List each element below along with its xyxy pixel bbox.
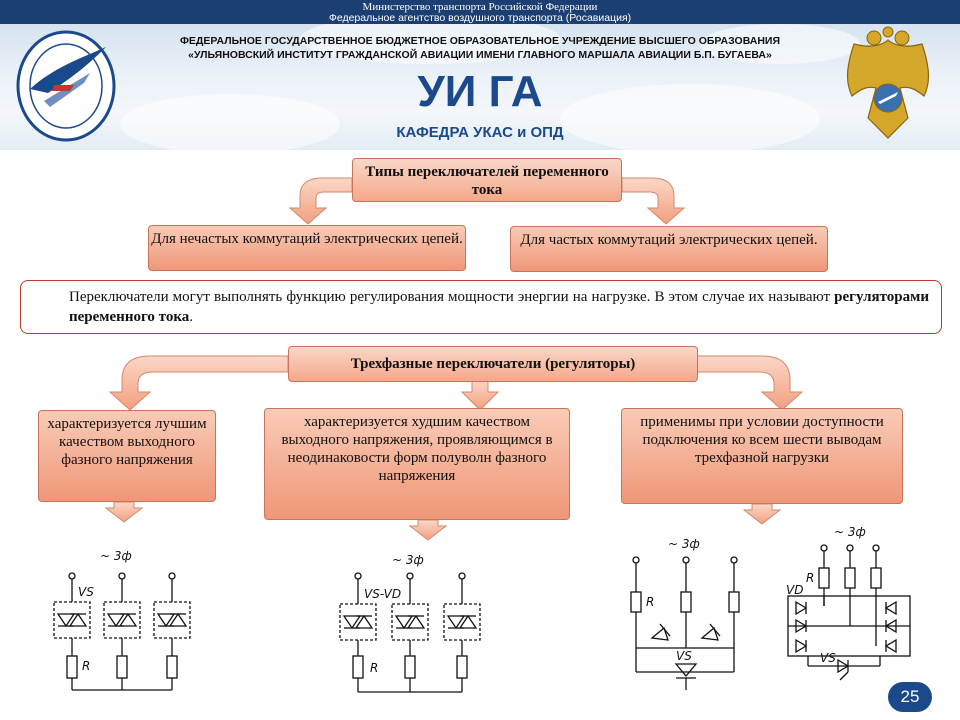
c4-supply-label: ~ 3ф	[834, 525, 866, 539]
c2-load-label: R	[370, 661, 378, 675]
arrow-feature-1	[108, 355, 289, 411]
c1-supply-label: ~ 3ф	[100, 549, 132, 563]
institution-line-2: «УЛЬЯНОВСКИЙ ИНСТИТУТ ГРАЖДАНСКОЙ АВИАЦИ…	[188, 49, 772, 61]
page-number-badge: 25	[888, 682, 932, 712]
header-banner: ФЕДЕРАЛЬНОЕ ГОСУДАРСТВЕННОЕ БЮДЖЕТНОЕ ОБ…	[0, 24, 960, 150]
institution-line-1: ФЕДЕРАЛЬНОЕ ГОСУДАРСТВЕННОЕ БЮДЖЕТНОЕ ОБ…	[179, 35, 781, 47]
circuit-4	[787, 544, 911, 681]
agency-line: Федеральное агентство воздушного транспо…	[328, 12, 632, 24]
c4-vs-label: VS	[820, 651, 836, 665]
emblem-eagle-icon	[838, 26, 938, 150]
regulator-note: Переключатели могут выполнять функцию ре…	[20, 280, 942, 334]
feature-box-3: применимы при условии доступности подклю…	[621, 408, 903, 504]
arrow-feature-3	[669, 355, 804, 411]
c1-load-label: R	[82, 659, 90, 673]
arrow-down-1	[104, 501, 144, 523]
arrow-down-3	[742, 503, 782, 525]
c4-load-label: R	[806, 571, 814, 585]
institution-name: ФЕДЕРАЛЬНОЕ ГОСУДАРСТВЕННОЕ БЮДЖЕТНОЕ ОБ…	[120, 34, 840, 62]
c2-supply-label: ~ 3ф	[392, 553, 424, 567]
page-title: УИ ГА	[417, 67, 543, 116]
feature-box-1: характеризуется лучшим качеством выходно…	[38, 410, 216, 502]
regulator-term: регуляторами переменного тока	[69, 289, 929, 325]
feature-box-2: характеризуется худшим качеством выходно…	[264, 408, 570, 520]
institute-logo	[14, 27, 118, 150]
c4-vd-label: VD	[786, 583, 803, 597]
arrow-left-top	[288, 177, 353, 225]
three-phase-title: Трехфазные переключатели (регуляторы)	[288, 346, 698, 382]
circuit-2	[339, 572, 481, 693]
department-name: КАФЕДРА УКАС и ОПД	[396, 124, 564, 141]
switch-types-title: Типы переключателей переменного тока	[352, 158, 622, 202]
c1-device-label: VS	[78, 585, 94, 599]
arrow-feature-2	[460, 379, 500, 411]
arrow-down-2	[408, 519, 448, 541]
ministry-bar: Министерство транспорта Российской Федер…	[0, 0, 960, 24]
circuit-1	[53, 572, 191, 691]
c3-load-label: R	[646, 595, 654, 609]
c2-device-label: VS-VD	[364, 587, 401, 601]
arrow-right-top	[621, 177, 686, 225]
circuit-3	[630, 556, 740, 690]
c3-device-label: VS	[676, 649, 692, 663]
ministry-line: Министерство транспорта Российской Федер…	[362, 1, 598, 13]
c3-supply-label: ~ 3ф	[668, 537, 700, 551]
type-frequent-box: Для частых коммутаций электрических цепе…	[510, 226, 828, 272]
type-infrequent-box: Для нечастых коммутаций электрических це…	[148, 225, 466, 271]
